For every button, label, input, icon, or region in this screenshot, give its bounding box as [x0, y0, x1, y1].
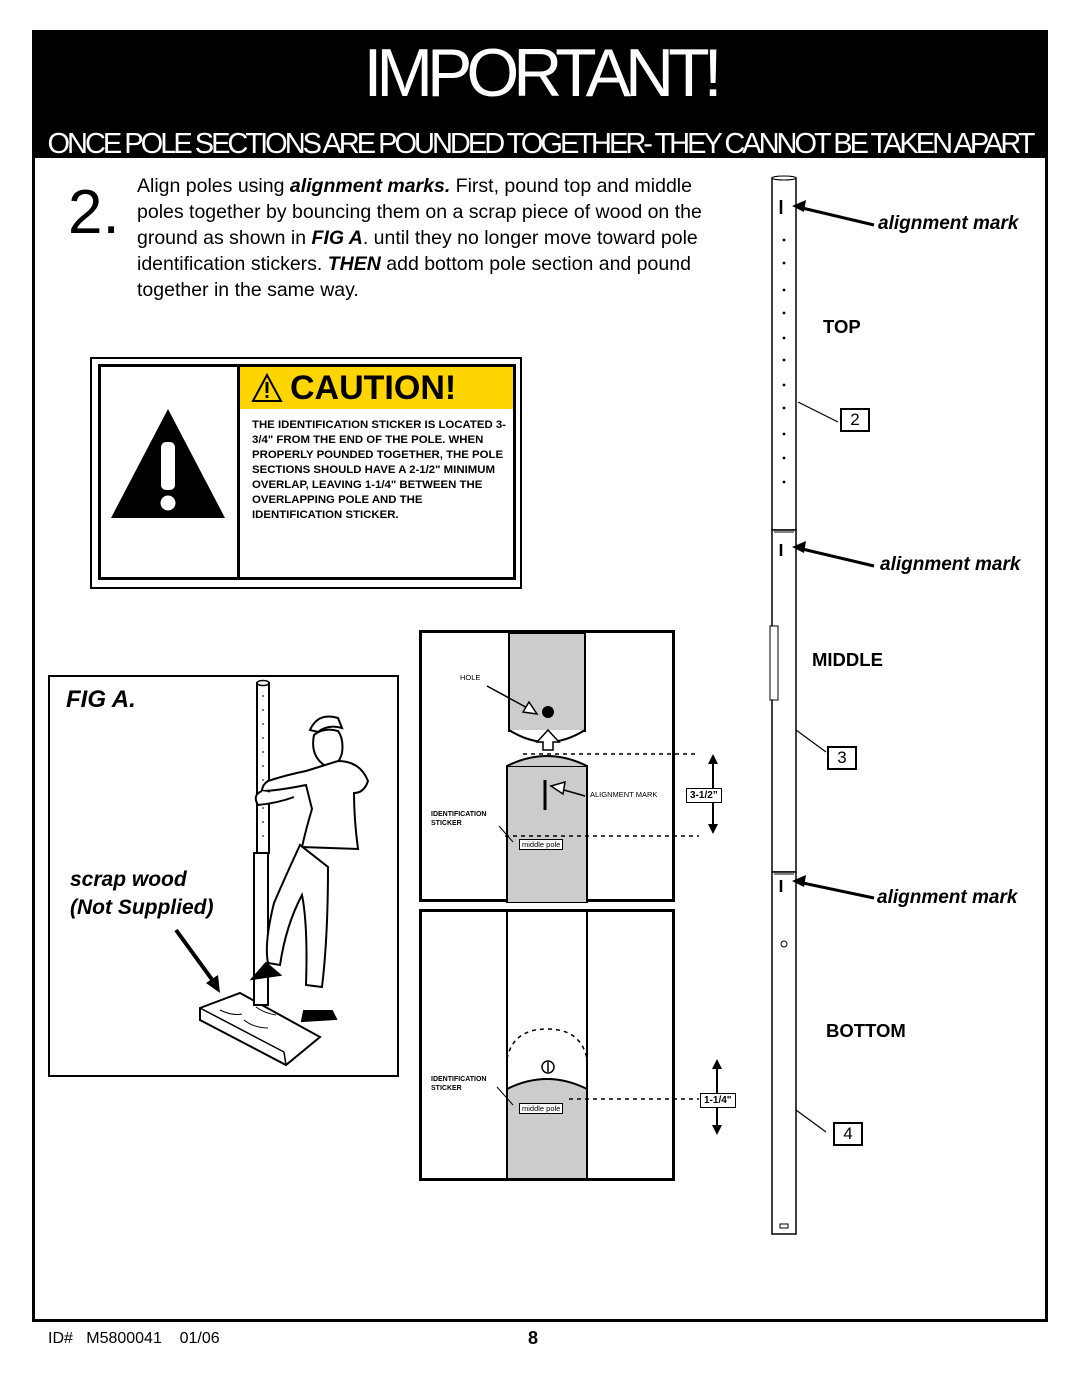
insertion-arrow [535, 728, 561, 751]
document-id: ID# M5800041 01/06 [48, 1330, 220, 1347]
id-sticker-label-2b: STICKER [431, 1085, 462, 1092]
bottom-label: BOTTOM [826, 1020, 906, 1041]
hole-mark [542, 706, 554, 718]
bottom-pole-section [771, 871, 797, 1235]
caution-inner-frame [98, 364, 516, 580]
alignment-mark-label-top: alignment mark [878, 213, 1019, 234]
caution-text: THE IDENTIFICATION STICKER IS LOCATED 3-… [252, 419, 506, 521]
banner-subtitle: ONCE POLE SECTIONS ARE POUNDED TOGETHER-… [47, 128, 1035, 160]
caution-small-triangle-icon [251, 372, 283, 402]
caution-box [90, 357, 522, 589]
number-3-box: 3 [827, 746, 857, 770]
step-text-4: FIG A [311, 227, 363, 249]
important-banner: IMPORTANT! ONCE POLE SECTIONS ARE POUNDE… [32, 30, 1048, 160]
man-figure [249, 715, 370, 1023]
id-sticker-label-1: IDENTIFICATION [431, 811, 487, 818]
step-instructions: Align poles using alignment marks. First… [137, 173, 717, 303]
warning-triangle-icon [111, 409, 225, 518]
hole-label: HOLE [460, 673, 481, 682]
step-number: 2. [68, 178, 120, 247]
alignment-mark-detail-label: ALIGNMENT MARK [590, 790, 658, 799]
number-2-box: 2 [840, 408, 870, 432]
step-text-6: THEN [327, 253, 381, 275]
middle-label: MIDDLE [812, 649, 883, 670]
caution-header [240, 367, 513, 409]
measure-1-1-4: 1-1/4" [700, 1093, 736, 1108]
detail-top-drawing [486, 632, 718, 903]
middle-pole-section [771, 529, 797, 873]
pole-top [256, 682, 270, 854]
fig-a-label: FIG A. [66, 686, 136, 713]
wood-board [199, 991, 322, 1067]
pole-bottom [253, 852, 269, 1006]
step-text-5: . until they no longer move toward pole … [137, 227, 698, 275]
step-text-7: add bottom pole section and pound togeth… [137, 253, 691, 301]
detail-bottom-drawing [496, 911, 722, 1180]
page-number: 8 [528, 1328, 539, 1348]
pole-diagram [769, 175, 875, 1235]
not-supplied-label: (Not Supplied) [70, 896, 214, 919]
middle-pole-sticker-2: middle pole [519, 1103, 564, 1114]
measure-3-1-2: 3-1/2” [686, 788, 722, 803]
id-sticker-label-2: IDENTIFICATION [431, 1076, 487, 1083]
step-text-1: Align poles using [137, 175, 290, 197]
caution-title: CAUTION! [290, 369, 457, 407]
scrap-arrow [174, 928, 218, 987]
scrap-wood-label: scrap wood [70, 868, 187, 891]
top-label: TOP [823, 316, 861, 337]
scrap-arrow-head [206, 975, 220, 993]
caution-divider [237, 364, 240, 580]
alignment-mark-label-bottom: alignment mark [877, 887, 1018, 908]
top-pole-section [771, 177, 797, 531]
alignment-mark-label-middle: alignment mark [880, 554, 1021, 575]
fig-a-box [48, 675, 399, 1077]
number-4-box: 4 [833, 1122, 863, 1146]
fig-a-illustration [174, 679, 370, 1067]
id-sticker-label-1b: STICKER [431, 820, 462, 827]
middle-pole-sticker-1: middle pole [519, 839, 564, 850]
step-text-2: alignment marks. [289, 175, 451, 197]
banner-title: IMPORTANT! [363, 35, 722, 111]
step-text-3: First, pound top and middle poles togeth… [137, 175, 702, 249]
